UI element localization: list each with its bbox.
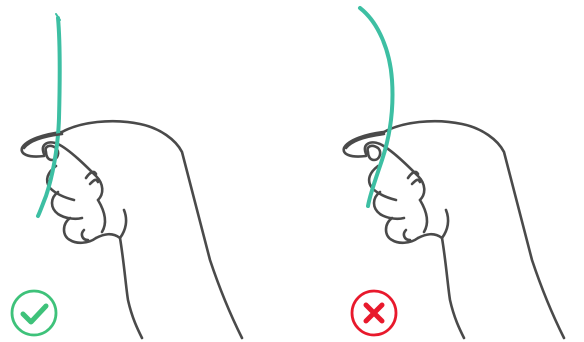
filament-curled — [358, 6, 395, 208]
hand-icon — [20, 119, 244, 340]
hand-curled-filament-illustration — [342, 6, 566, 340]
panel-correct — [10, 13, 244, 340]
index-finger-overlap — [22, 132, 64, 150]
check-mark-icon — [10, 289, 58, 337]
hand-straight-filament-illustration — [20, 13, 244, 340]
cross-mark-icon — [350, 289, 398, 337]
panel-incorrect — [292, 0, 584, 342]
filament-straight — [36, 16, 62, 218]
index-finger-overlap — [344, 132, 386, 150]
filament-tip — [55, 13, 61, 21]
